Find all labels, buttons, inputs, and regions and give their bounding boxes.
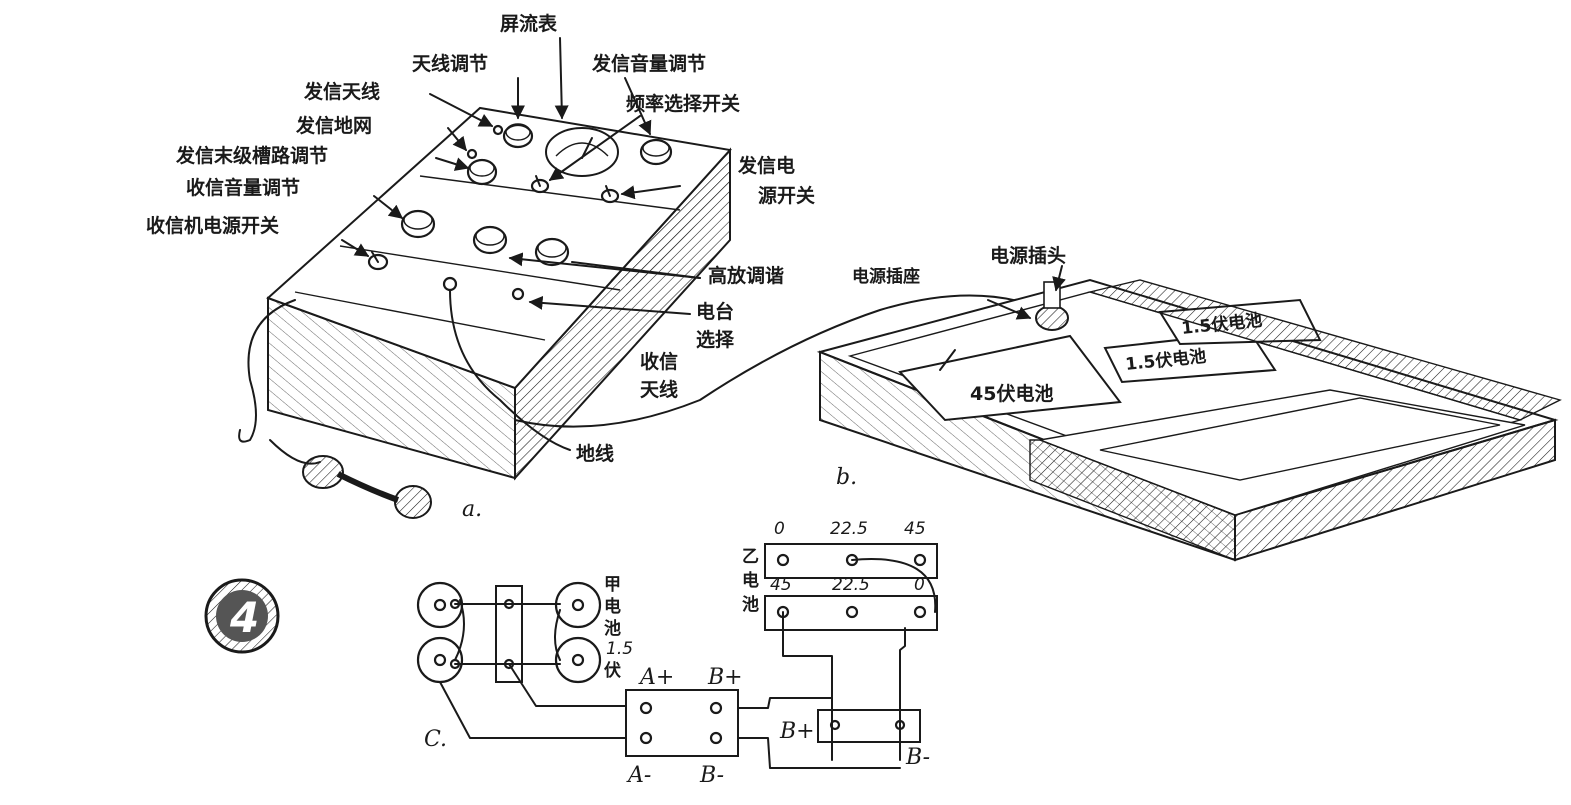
label-ground-wire: 地线 bbox=[576, 442, 614, 465]
tx-ground-jack bbox=[466, 148, 478, 160]
panel-divider-2 bbox=[339, 245, 621, 291]
transceiver-unit bbox=[238, 37, 1051, 519]
rf-tuning-knob-2 bbox=[534, 237, 570, 267]
panel-label-b: b. bbox=[836, 465, 857, 490]
rx-antenna-jack bbox=[442, 276, 458, 292]
badge-number: 4 bbox=[229, 593, 259, 642]
headset-cord bbox=[238, 299, 296, 443]
panel-label-c: C. bbox=[424, 727, 447, 752]
a-battery-label-3: 池 bbox=[604, 618, 621, 639]
panel-divider-1 bbox=[419, 175, 681, 211]
label-b-plus-small: B+ bbox=[779, 719, 815, 744]
tx-power-switch bbox=[600, 185, 620, 204]
panel-divider-3 bbox=[294, 291, 546, 341]
label-tx-volume: 发信音量调节 bbox=[591, 52, 706, 75]
label-b-minus-right: B- bbox=[905, 745, 930, 770]
label-rx-antenna-2: 天线 bbox=[640, 378, 678, 401]
label-tx-antenna: 发信天线 bbox=[303, 80, 380, 103]
battery-box bbox=[816, 265, 1562, 562]
station-select-jack bbox=[511, 287, 525, 301]
label-power-plug: 电源插头 bbox=[990, 244, 1066, 267]
b-top-terminal-1: 22.5 bbox=[830, 519, 868, 539]
a-battery-label-4: 1.5 bbox=[606, 639, 633, 659]
antenna-tuning-knob bbox=[502, 123, 534, 149]
label-rx-power: 收信机电源开关 bbox=[146, 214, 279, 237]
callout-arrows-a bbox=[341, 37, 701, 315]
label-rx-antenna-1: 收信 bbox=[640, 350, 678, 373]
freq-select-switch bbox=[530, 175, 550, 194]
label-rf-tuning: 高放调谐 bbox=[708, 264, 784, 287]
label-battery-45: 45伏电池 bbox=[970, 382, 1053, 405]
label-antenna-tuning: 天线调节 bbox=[412, 52, 488, 75]
label-b-plus: B+ bbox=[707, 665, 743, 690]
rx-volume-knob bbox=[400, 209, 436, 239]
label-tx-power-1: 发信电 bbox=[737, 154, 795, 177]
tx-final-tank-knob bbox=[466, 158, 498, 186]
label-tx-power-2: 源开关 bbox=[758, 184, 815, 207]
b-bottom-terminal-1: 22.5 bbox=[832, 575, 870, 595]
panel-shadow bbox=[610, 150, 730, 290]
b-bottom-terminal-2: 0 bbox=[914, 575, 925, 595]
battery-45-lead bbox=[939, 349, 956, 371]
ammeter bbox=[545, 127, 619, 177]
tx-volume-knob bbox=[639, 138, 673, 166]
label-rx-volume: 收信音量调节 bbox=[186, 176, 300, 199]
b-battery-label-2: 电 bbox=[742, 570, 759, 591]
headset-icon bbox=[302, 455, 432, 519]
b-battery-label-3: 池 bbox=[742, 594, 759, 615]
battery-45v bbox=[898, 334, 1122, 422]
label-tx-ground: 发信地网 bbox=[295, 114, 372, 137]
label-ammeter: 屏流表 bbox=[500, 12, 558, 35]
socket-arrow bbox=[987, 299, 1032, 320]
plug-arrow bbox=[1052, 265, 1066, 292]
rf-tuning-knob-1 bbox=[472, 225, 508, 255]
b-battery-label-1: 乙 bbox=[742, 547, 759, 567]
a-battery-label-5: 伏 bbox=[604, 660, 621, 681]
figure-number-badge: 4 bbox=[204, 578, 280, 654]
wiring-diagram bbox=[416, 543, 938, 769]
tx-antenna-jack bbox=[492, 124, 504, 136]
ab-terminal-block bbox=[625, 689, 739, 757]
rx-antenna-cord bbox=[449, 289, 571, 451]
power-plug-icon bbox=[1035, 281, 1069, 331]
rx-power-switch bbox=[367, 251, 389, 271]
a-battery-label-2: 电 bbox=[604, 596, 621, 617]
label-freq-switch: 频率选择开关 bbox=[626, 92, 740, 115]
a-battery-label-1: 甲 bbox=[604, 575, 621, 595]
power-cable bbox=[514, 294, 1051, 428]
label-tx-final-tank: 发信末级槽路调节 bbox=[175, 144, 328, 167]
label-b-minus: B- bbox=[699, 763, 724, 788]
label-power-socket: 电源插座 bbox=[852, 266, 920, 287]
panel-label-a: a. bbox=[462, 497, 482, 522]
b-bottom-terminal-0: 45 bbox=[770, 575, 792, 595]
label-station-select-2: 选择 bbox=[696, 329, 735, 351]
label-station-select-1: 电台 bbox=[696, 300, 734, 323]
b-top-terminal-0: 0 bbox=[774, 519, 785, 539]
label-a-minus: A- bbox=[626, 763, 651, 788]
label-a-plus: A+ bbox=[638, 665, 674, 690]
b-top-terminal-2: 45 bbox=[904, 519, 926, 539]
